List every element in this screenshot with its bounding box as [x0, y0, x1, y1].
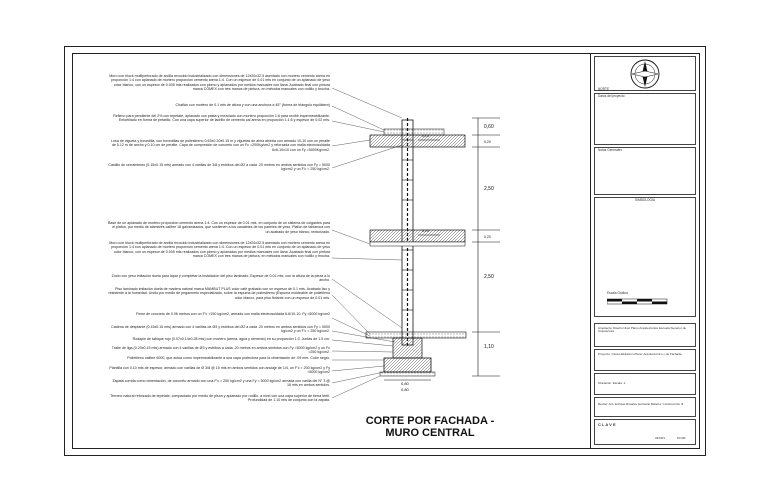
general-notes-box: Notas Generales	[594, 147, 696, 195]
project-data-label: Datos del proyecto	[598, 94, 625, 98]
clave-label: C L A V E	[598, 422, 616, 427]
dim-foundation: 1,10	[484, 344, 494, 350]
clave-cell-1: 04/09/1	[655, 436, 666, 440]
leader-lines	[331, 87, 403, 399]
ground-slab	[365, 331, 467, 339]
note-wall-bottom: Muro con block multiperforado de arcilla…	[109, 241, 330, 259]
general-notes-label: Notas Generales	[598, 148, 622, 152]
note-castillo: Castillo de cerramiento (0.15x0.15 mts) …	[108, 163, 330, 172]
dim-small-a: 0,15	[422, 134, 429, 138]
info-box-2: Proyecto: Casa Habitación Plano: Arquite…	[594, 349, 696, 371]
dim-foot-a: 0,80	[401, 381, 409, 386]
note-plafon: Base de un aplanado de mortero proporció…	[108, 221, 330, 234]
compass-icon	[630, 59, 660, 89]
dimension-lines	[384, 117, 500, 381]
middle-slab	[369, 229, 466, 243]
drawing-title: CORTE POR FACHADA - MURO CENTRAL	[360, 415, 500, 439]
note-losa: Losa de vigueta y bovedilla, con bovedil…	[111, 139, 330, 152]
sheet-border	[64, 46, 706, 456]
dim-floor1: 2,50	[484, 274, 494, 280]
dim-slab-a: 0,20	[484, 140, 491, 144]
note-relleno: Relleno para pendiente del 2% con tepeta…	[113, 114, 330, 123]
note-rodapie: Rodapié de tabique rojo (0.07x0.14x0.28 …	[132, 337, 330, 341]
info-box-4: Revisó: Arq. Enrique Rosales Garciarlo M…	[594, 397, 696, 417]
symbology-box: SIMBOLOGÍA Escala Gráfica	[594, 197, 696, 317]
title-block: NORTE Datos del proyecto Notas Generales…	[590, 53, 700, 449]
symbology-label: SIMBOLOGÍA	[635, 198, 656, 202]
dim-foot-b: 0,80	[401, 387, 409, 392]
north-box: NORTE	[594, 56, 696, 91]
scale-label: Escala Gráfica	[607, 291, 628, 295]
note-piso: Piso laminado imitación duela de madera …	[108, 287, 330, 300]
ceiling-plafon	[369, 241, 466, 247]
note-zapata: Zapata corrida como cimentación, de conc…	[112, 379, 330, 388]
footing-plantilla	[379, 371, 436, 377]
note-wall-top: Muro con block multiperforado de arcilla…	[109, 74, 330, 92]
drawing-title-line2: MURO CENTRAL	[385, 426, 475, 439]
north-label: NORTE	[598, 87, 610, 91]
note-trabe: Trabe de liga (0.20x0.15 mts) armado con…	[111, 346, 330, 355]
graphic-scale	[607, 298, 668, 305]
drawing-title-line1: CORTE POR FACHADA -	[365, 415, 495, 427]
info-3-text: Ubicación: Escala: 1:	[598, 381, 627, 385]
dim-floor2: 2,50	[484, 186, 494, 192]
note-polietileno: Polietileno calibre 6000, que actúa como…	[127, 356, 330, 360]
roof-fill	[383, 128, 445, 136]
note-zoclo: Zoclo con yeso imitación duela para lapa…	[111, 274, 330, 283]
info-box-3: Ubicación: Escala: 1:	[594, 373, 696, 395]
inner-border	[72, 53, 700, 449]
dim-slab-b: 0,20	[484, 235, 491, 239]
project-data-box: Datos del proyecto	[594, 93, 696, 145]
info-4-text: Revisó: Arq. Enrique Rosales Garciarlo M…	[598, 402, 684, 406]
note-terreno: Terreno natural reforzado de tepetate, c…	[110, 394, 330, 403]
clave-box: C L A V E 04/09/1 PLNM	[594, 419, 696, 445]
note-plantilla: Plantilla con 0.10 mts de espesor, armad…	[109, 366, 330, 375]
dim-small-b: 0,15	[422, 229, 429, 233]
footing-stem	[392, 337, 423, 359]
note-chaflan: Chaflán con mortero de 0.1 mts de altura…	[175, 103, 330, 107]
note-cadena: Cadena de desplante (0.15x0.15 mts) arma…	[111, 325, 330, 334]
upper-slab	[369, 134, 466, 148]
footing-base	[383, 357, 432, 373]
info-1-text: Arquitecto: Diseño Nivel Plano Arquitect…	[598, 326, 687, 334]
clave-cell-2: PLNM	[677, 436, 686, 440]
note-firme: Firme de concreto de 0.06 metros con un …	[135, 312, 330, 316]
dim-top: 0,60	[484, 124, 494, 130]
info-box-1: Arquitecto: Diseño Nivel Plano Arquitect…	[594, 323, 696, 347]
info-2-text: Proyecto: Casa Habitación Plano: Arquite…	[598, 352, 682, 356]
